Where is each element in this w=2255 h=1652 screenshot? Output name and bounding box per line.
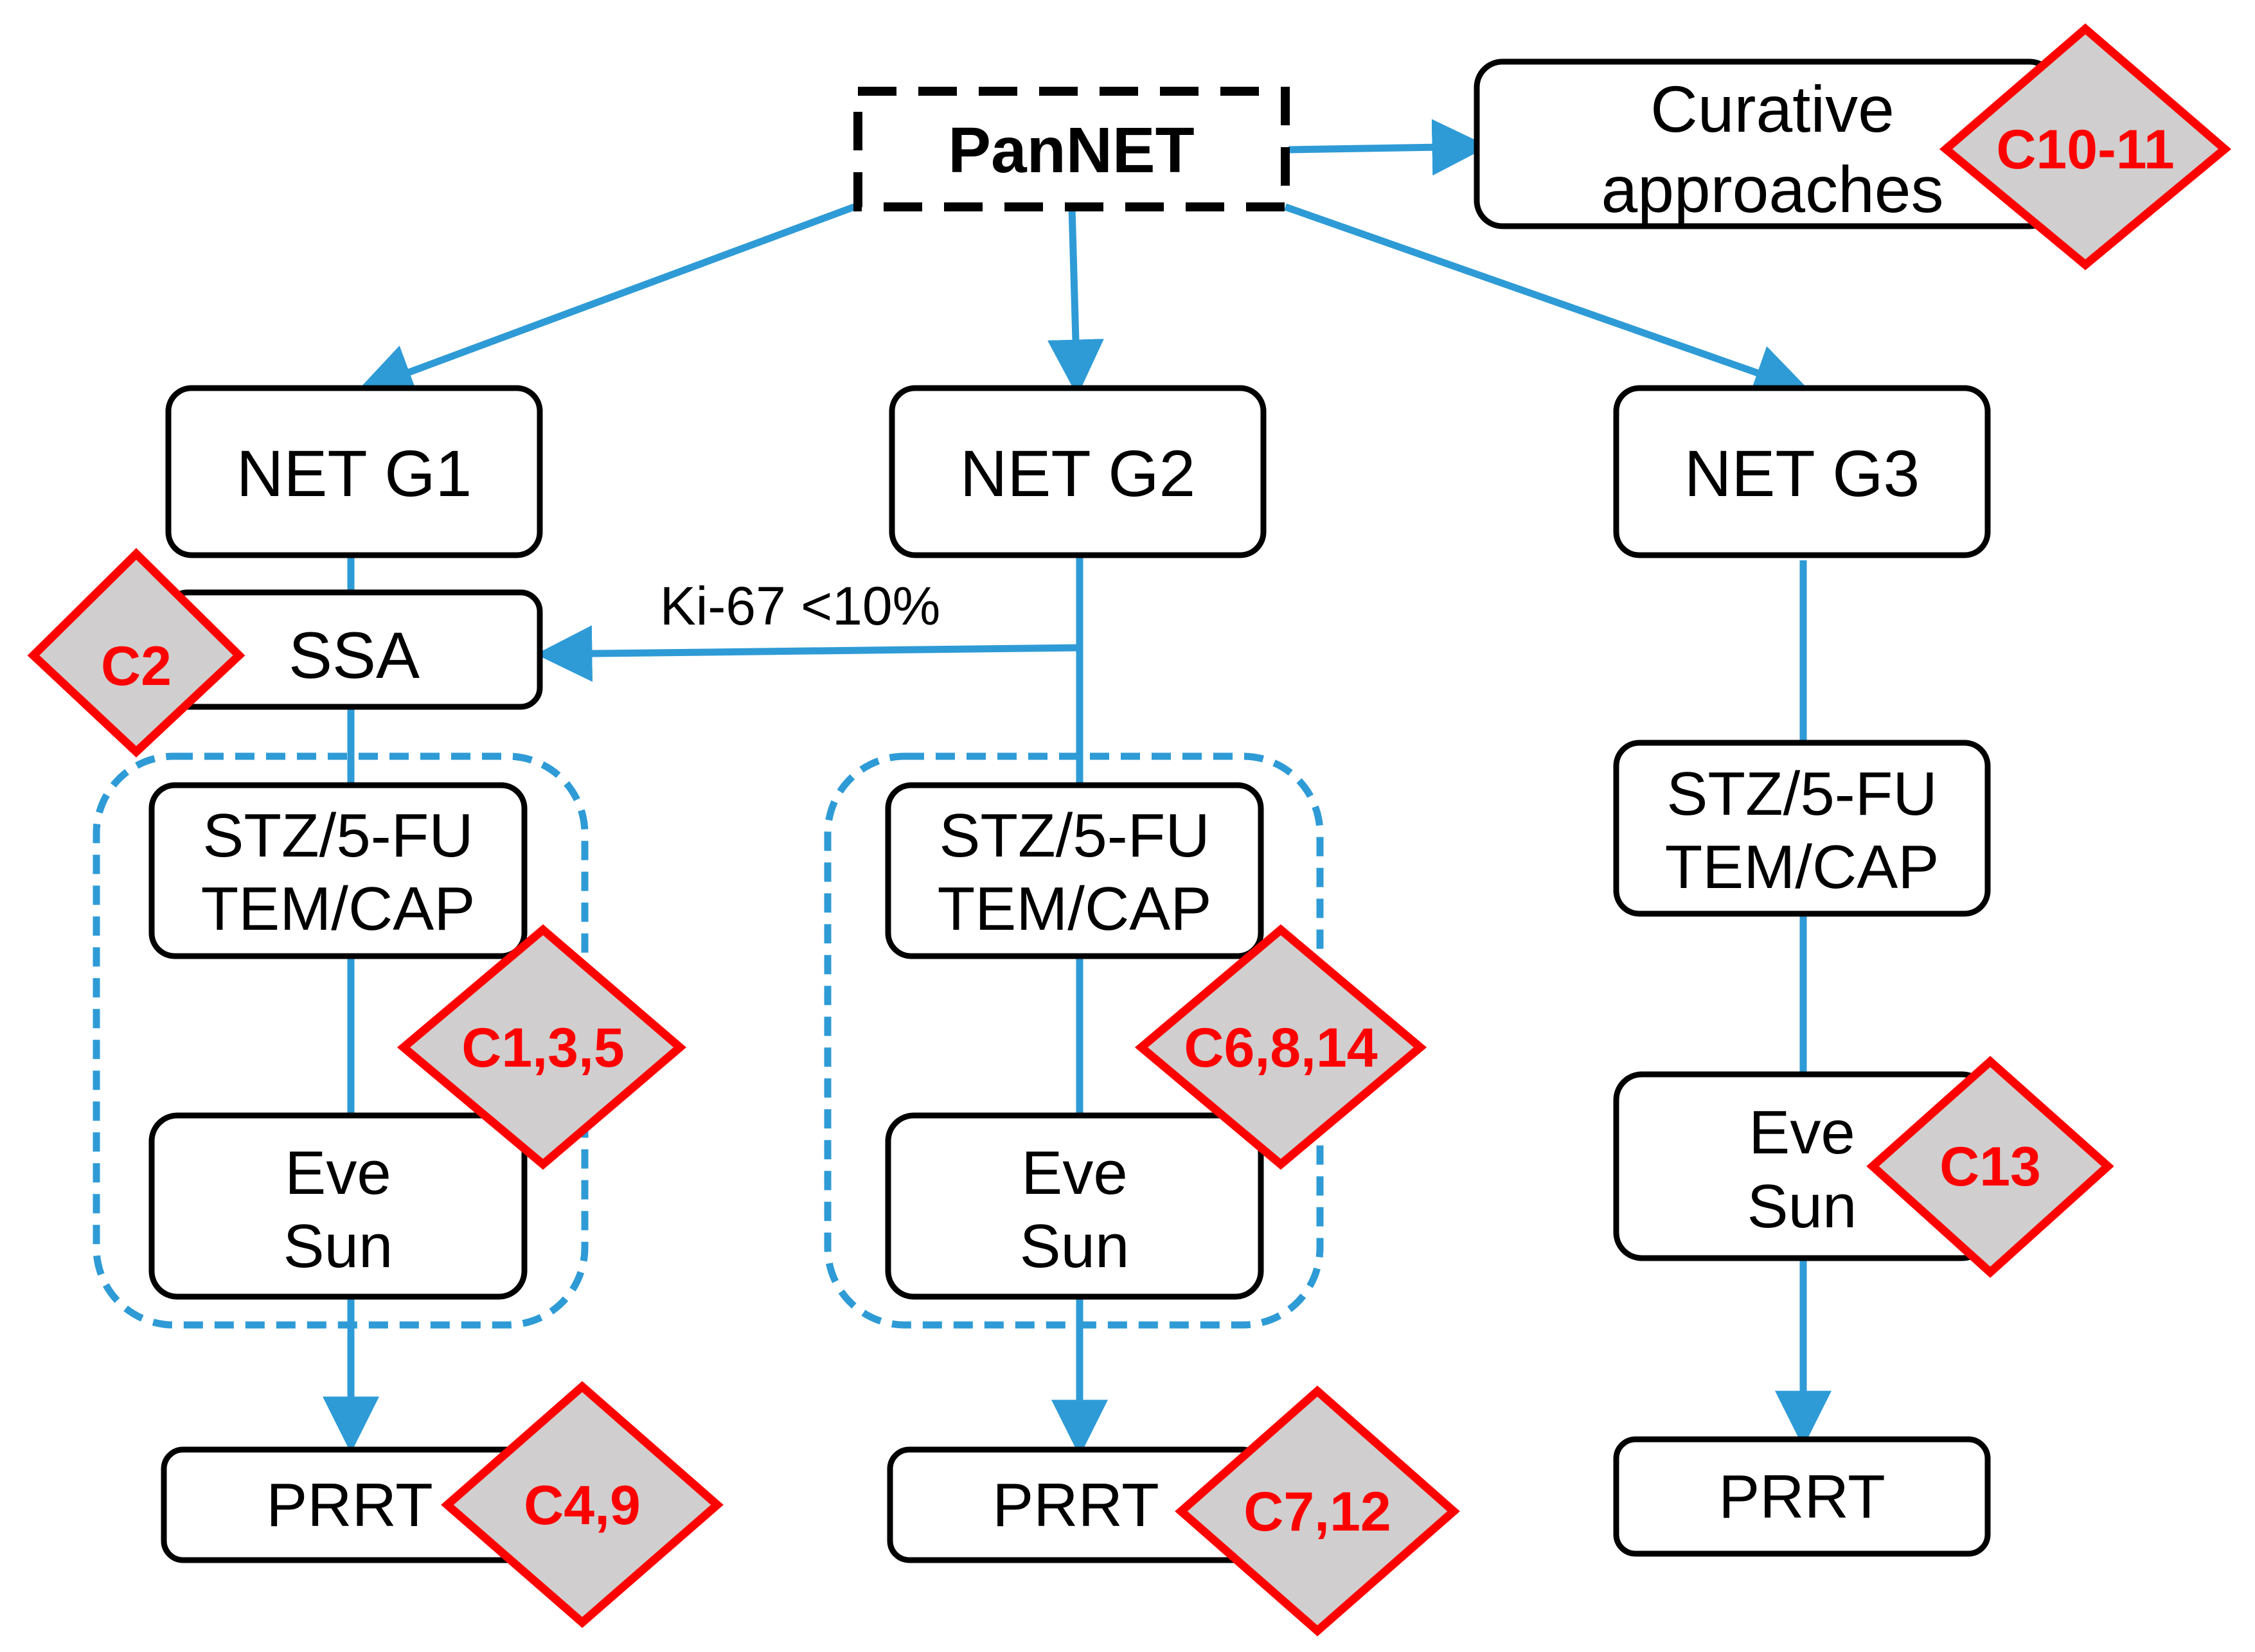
badge-c13: C13 bbox=[1866, 1056, 2114, 1278]
targeted-g1-line1: Eve bbox=[285, 1139, 391, 1207]
badge-c4-9-label: C4,9 bbox=[524, 1475, 641, 1536]
badge-c7-12: C7,12 bbox=[1175, 1385, 1460, 1637]
targeted-g1-line2: Sun bbox=[283, 1212, 393, 1281]
chemo-g1-line2: TEM/CAP bbox=[201, 875, 476, 943]
prrt-g2-label: PRRT bbox=[992, 1471, 1159, 1540]
badge-c2-label: C2 bbox=[101, 635, 172, 697]
targeted-g2-line2: Sun bbox=[1020, 1212, 1130, 1281]
targeted-g2-line1: Eve bbox=[1021, 1139, 1127, 1207]
badge-c1-3-5: C1,3,5 bbox=[397, 924, 686, 1170]
targeted-g3-line2: Sun bbox=[1747, 1172, 1857, 1241]
arrow-pannet-to-g3 bbox=[1284, 203, 1811, 400]
arrow-pannet-to-g1 bbox=[356, 200, 862, 399]
badge-c1-3-5-label: C1,3,5 bbox=[461, 1017, 624, 1079]
targeted-g3-line1: Eve bbox=[1749, 1098, 1855, 1167]
badge-c4-9: C4,9 bbox=[441, 1381, 724, 1628]
badge-c10-11-label: C10-11 bbox=[1996, 119, 2174, 181]
badge-c6-8-14-label: C6,8,14 bbox=[1184, 1017, 1377, 1079]
net-g3-label: NET G3 bbox=[1684, 437, 1920, 510]
prrt-g3-node: PRRT bbox=[1613, 1436, 1991, 1557]
net-g3-node: NET G3 bbox=[1613, 385, 1991, 558]
net-g2-label: NET G2 bbox=[960, 437, 1196, 510]
net-g1-node: NET G1 bbox=[165, 385, 543, 558]
arrow-pannet-to-curative bbox=[1288, 119, 1489, 176]
pannet-label: PanNET bbox=[948, 114, 1194, 186]
targeted-g1-node: Eve Sun bbox=[148, 1112, 528, 1300]
targeted-g2-node: Eve Sun bbox=[885, 1112, 1264, 1300]
arrow-ki67-to-ssa bbox=[535, 625, 1080, 682]
curative-label-line2: approaches bbox=[1601, 153, 1943, 226]
net-g1-label: NET G1 bbox=[236, 437, 472, 510]
curative-approaches-node: Curative approaches bbox=[1474, 58, 2058, 229]
chemo-g3-line2: TEM/CAP bbox=[1665, 833, 1939, 901]
badge-c10-11: C10-11 bbox=[1939, 23, 2232, 271]
chemo-g1-node: STZ/5-FU TEM/CAP bbox=[148, 782, 528, 959]
net-g2-node: NET G2 bbox=[889, 385, 1267, 558]
badge-c6-8-14: C6,8,14 bbox=[1134, 924, 1427, 1170]
chemo-g2-line2: TEM/CAP bbox=[938, 875, 1212, 943]
prrt-g3-label: PRRT bbox=[1718, 1462, 1885, 1531]
chemo-g1-line1: STZ/5-FU bbox=[202, 801, 473, 870]
badge-c7-12-label: C7,12 bbox=[1243, 1481, 1391, 1543]
prrt-g1-node: PRRT bbox=[161, 1446, 539, 1563]
curative-label-line1: Curative bbox=[1650, 73, 1894, 146]
prrt-g1-label: PRRT bbox=[266, 1471, 433, 1540]
ki67-threshold-label: Ki-67 <10% bbox=[660, 576, 941, 636]
chemo-g3-line1: STZ/5-FU bbox=[1666, 759, 1937, 828]
chemo-g2-line1: STZ/5-FU bbox=[939, 801, 1209, 870]
pannet-node: PanNET bbox=[853, 87, 1290, 211]
ssa-label: SSA bbox=[289, 619, 420, 692]
chemo-g3-node: STZ/5-FU TEM/CAP bbox=[1613, 740, 1991, 917]
badge-c2: C2 bbox=[27, 547, 245, 758]
badge-c13-label: C13 bbox=[1939, 1136, 2041, 1198]
arrow-pannet-to-g2 bbox=[1047, 206, 1104, 396]
targeted-g3-node: Eve Sun bbox=[1613, 1071, 1991, 1261]
prrt-g2-node: PRRT bbox=[887, 1446, 1265, 1563]
chemo-g2-node: STZ/5-FU TEM/CAP bbox=[885, 782, 1264, 959]
